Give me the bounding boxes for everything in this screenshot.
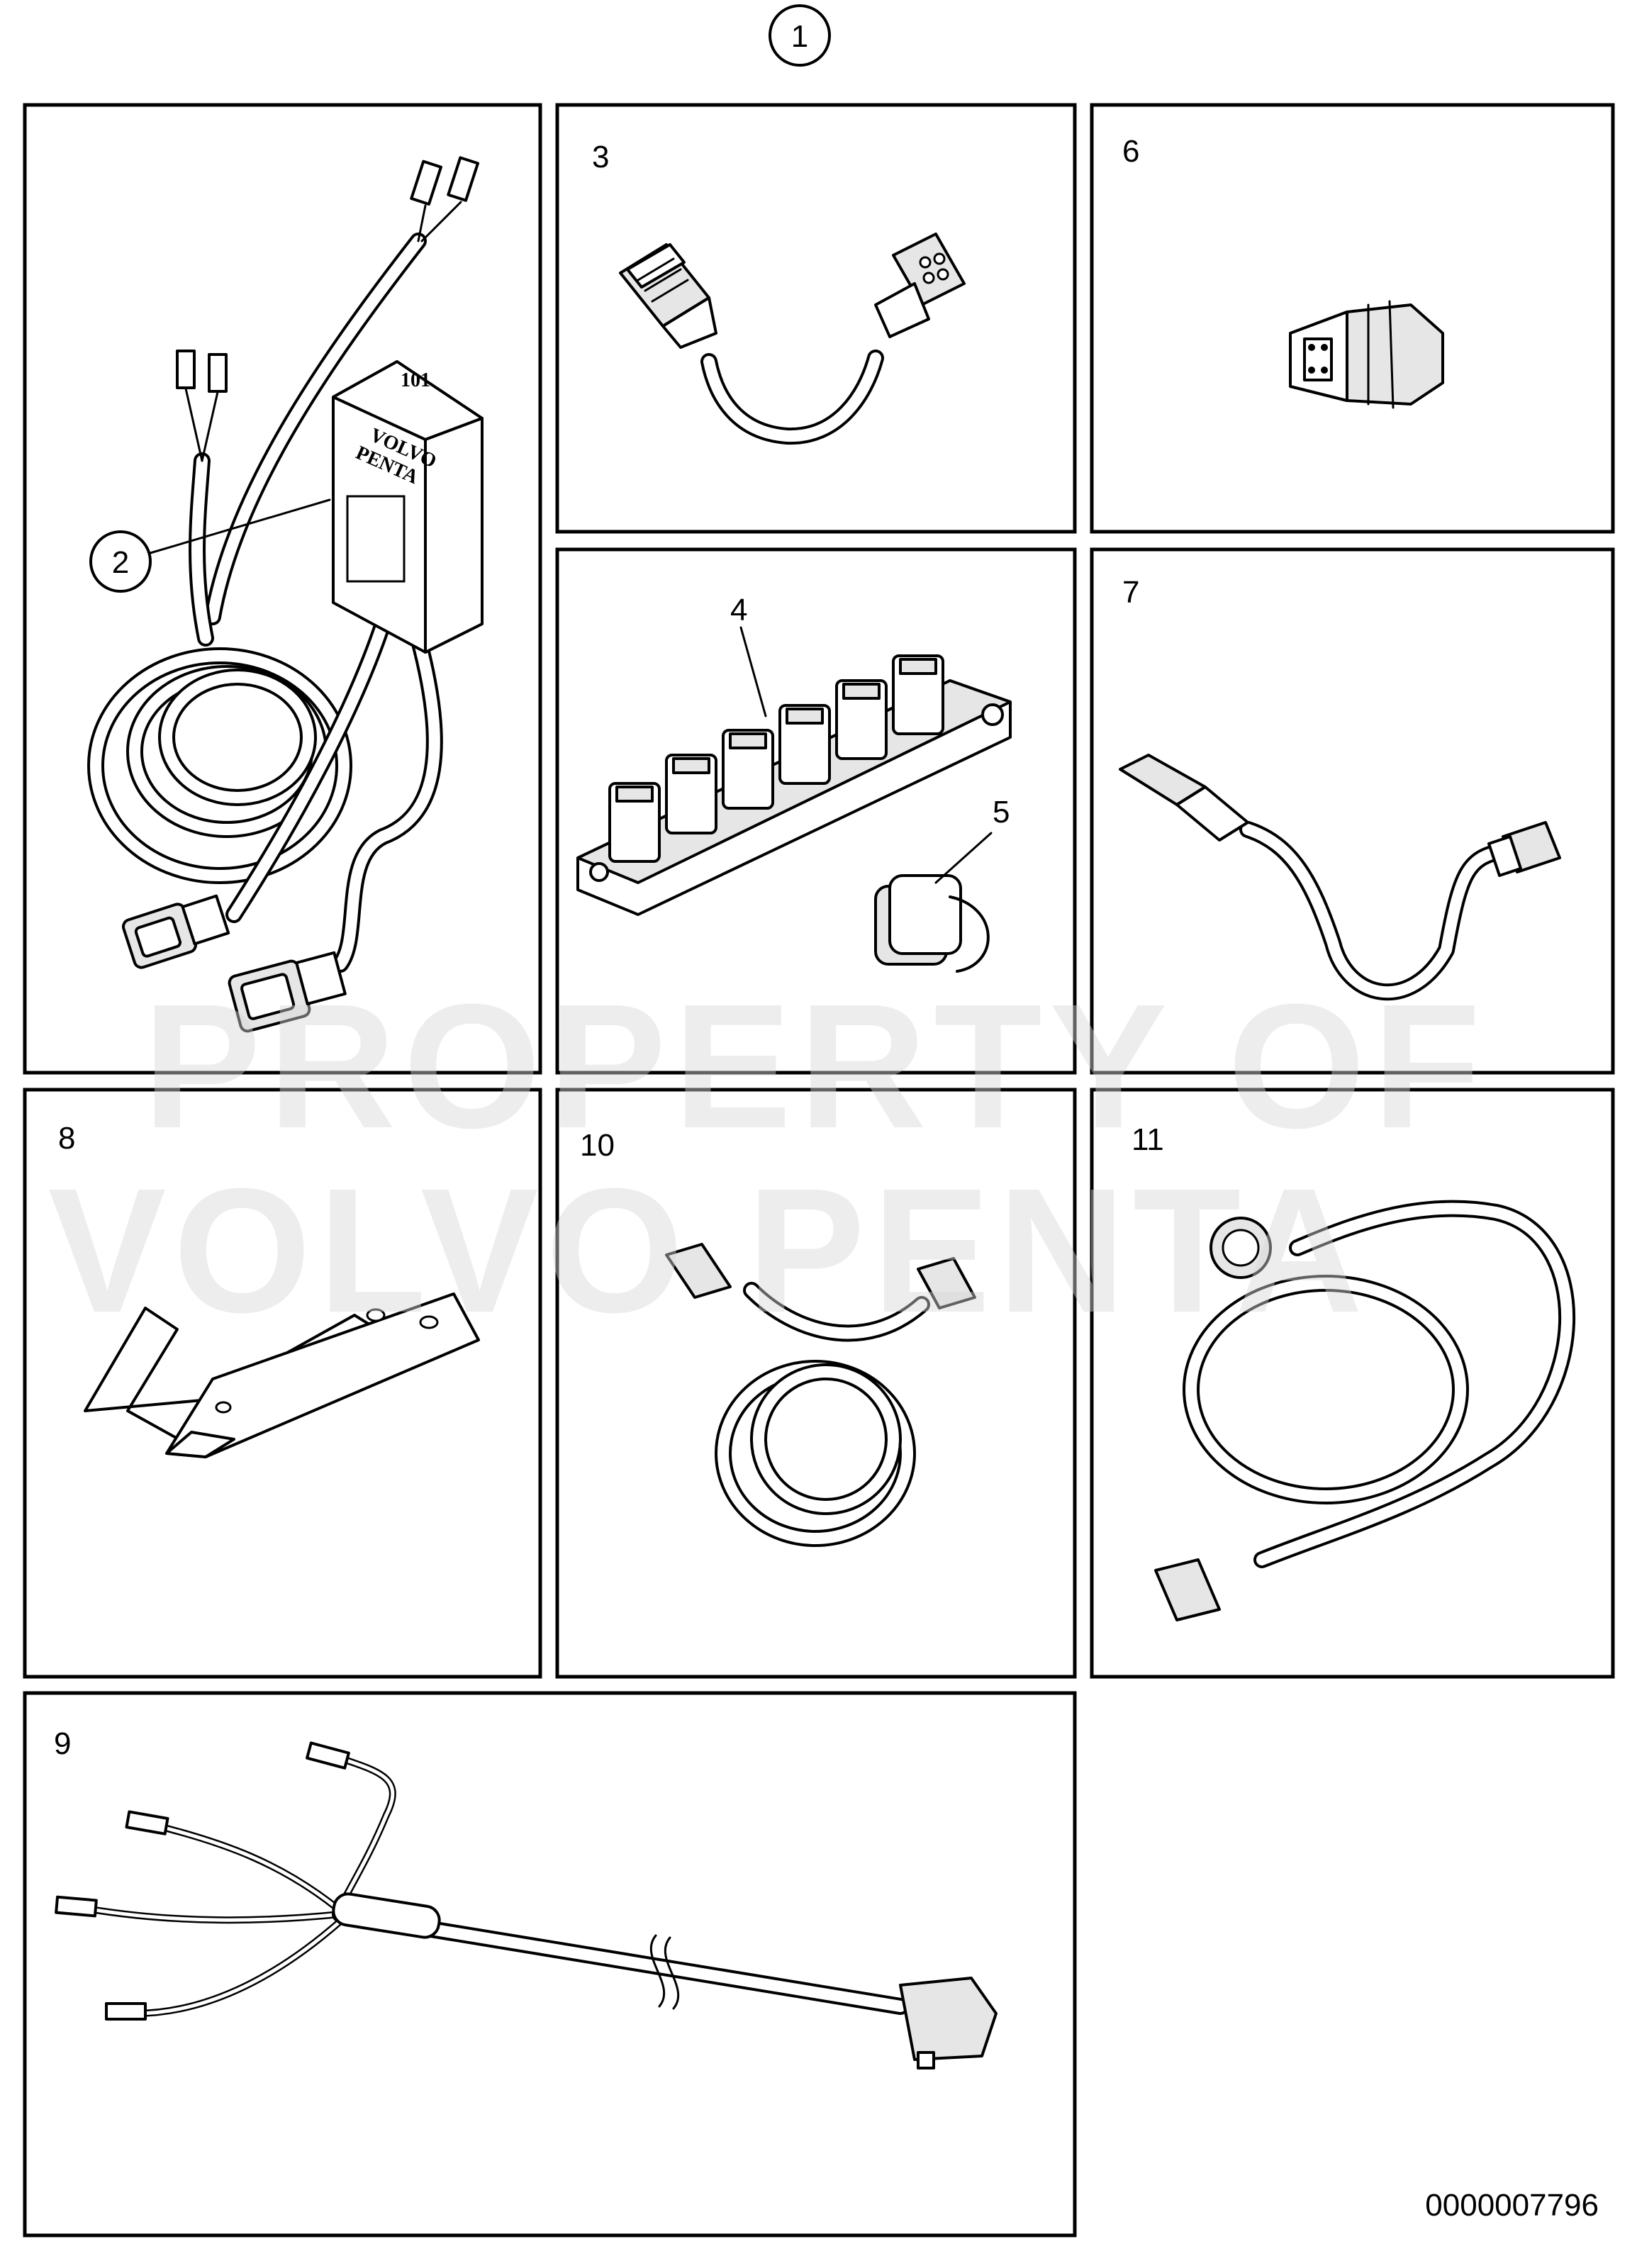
callout-4-label: 4 (730, 593, 747, 627)
callout-10-label: 10 (580, 1128, 615, 1163)
long-cable-11 (1154, 1200, 1575, 1621)
callout-3-label: 3 (592, 140, 609, 174)
callout-11-label: 11 (1132, 1122, 1164, 1157)
control-module-box: VOLVO PENTA 101 (332, 360, 484, 654)
callout-5-label: 5 (993, 795, 1010, 829)
callout-1: 1 (769, 4, 831, 67)
callout-1-label: 1 (791, 19, 808, 54)
callout-7-label: 7 (1122, 575, 1139, 610)
extension-cable-7 (1119, 754, 1561, 1001)
connector-4pin-right (874, 233, 966, 338)
callout-2-label: 2 (112, 545, 129, 580)
coiled-cable-10 (665, 1243, 976, 1547)
spade-terminals-upper (410, 156, 480, 242)
junction-block-sockets (608, 654, 944, 863)
spade-terminals-left (176, 350, 228, 462)
watermark-line-2: VOLVO PENTA (48, 1151, 1370, 1349)
seal-plug-5: 5 (874, 795, 1010, 973)
connector-12pin-bottom (228, 951, 347, 1033)
connector-plug-6 (1289, 300, 1444, 409)
control-module-harness: VOLVO PENTA 101 (87, 156, 484, 1033)
callout-2: 2 (89, 498, 331, 593)
adapter-cable-3 (619, 233, 966, 445)
callout-9-label: 9 (54, 1726, 71, 1761)
watermark: PROPERTY OF VOLVO PENTA (48, 967, 1487, 1349)
drawing-number: 0000007796 (1425, 2188, 1599, 2223)
module-top-mark: 101 (401, 369, 430, 391)
panel-10 (555, 1088, 1077, 1679)
junction-block-4: 4 (576, 593, 1012, 916)
panel-9 (23, 1691, 1077, 2238)
wire-harness-9 (55, 1741, 998, 2069)
callout-6-label: 6 (1122, 134, 1139, 169)
connector-4pin-left (121, 894, 230, 969)
callout-8-label: 8 (58, 1121, 75, 1156)
watermark-line-1: PROPERTY OF (143, 967, 1487, 1165)
mounting-bracket-8 (84, 1292, 480, 1458)
connector-12pin-left (619, 243, 717, 349)
panel-3 (555, 103, 1077, 534)
